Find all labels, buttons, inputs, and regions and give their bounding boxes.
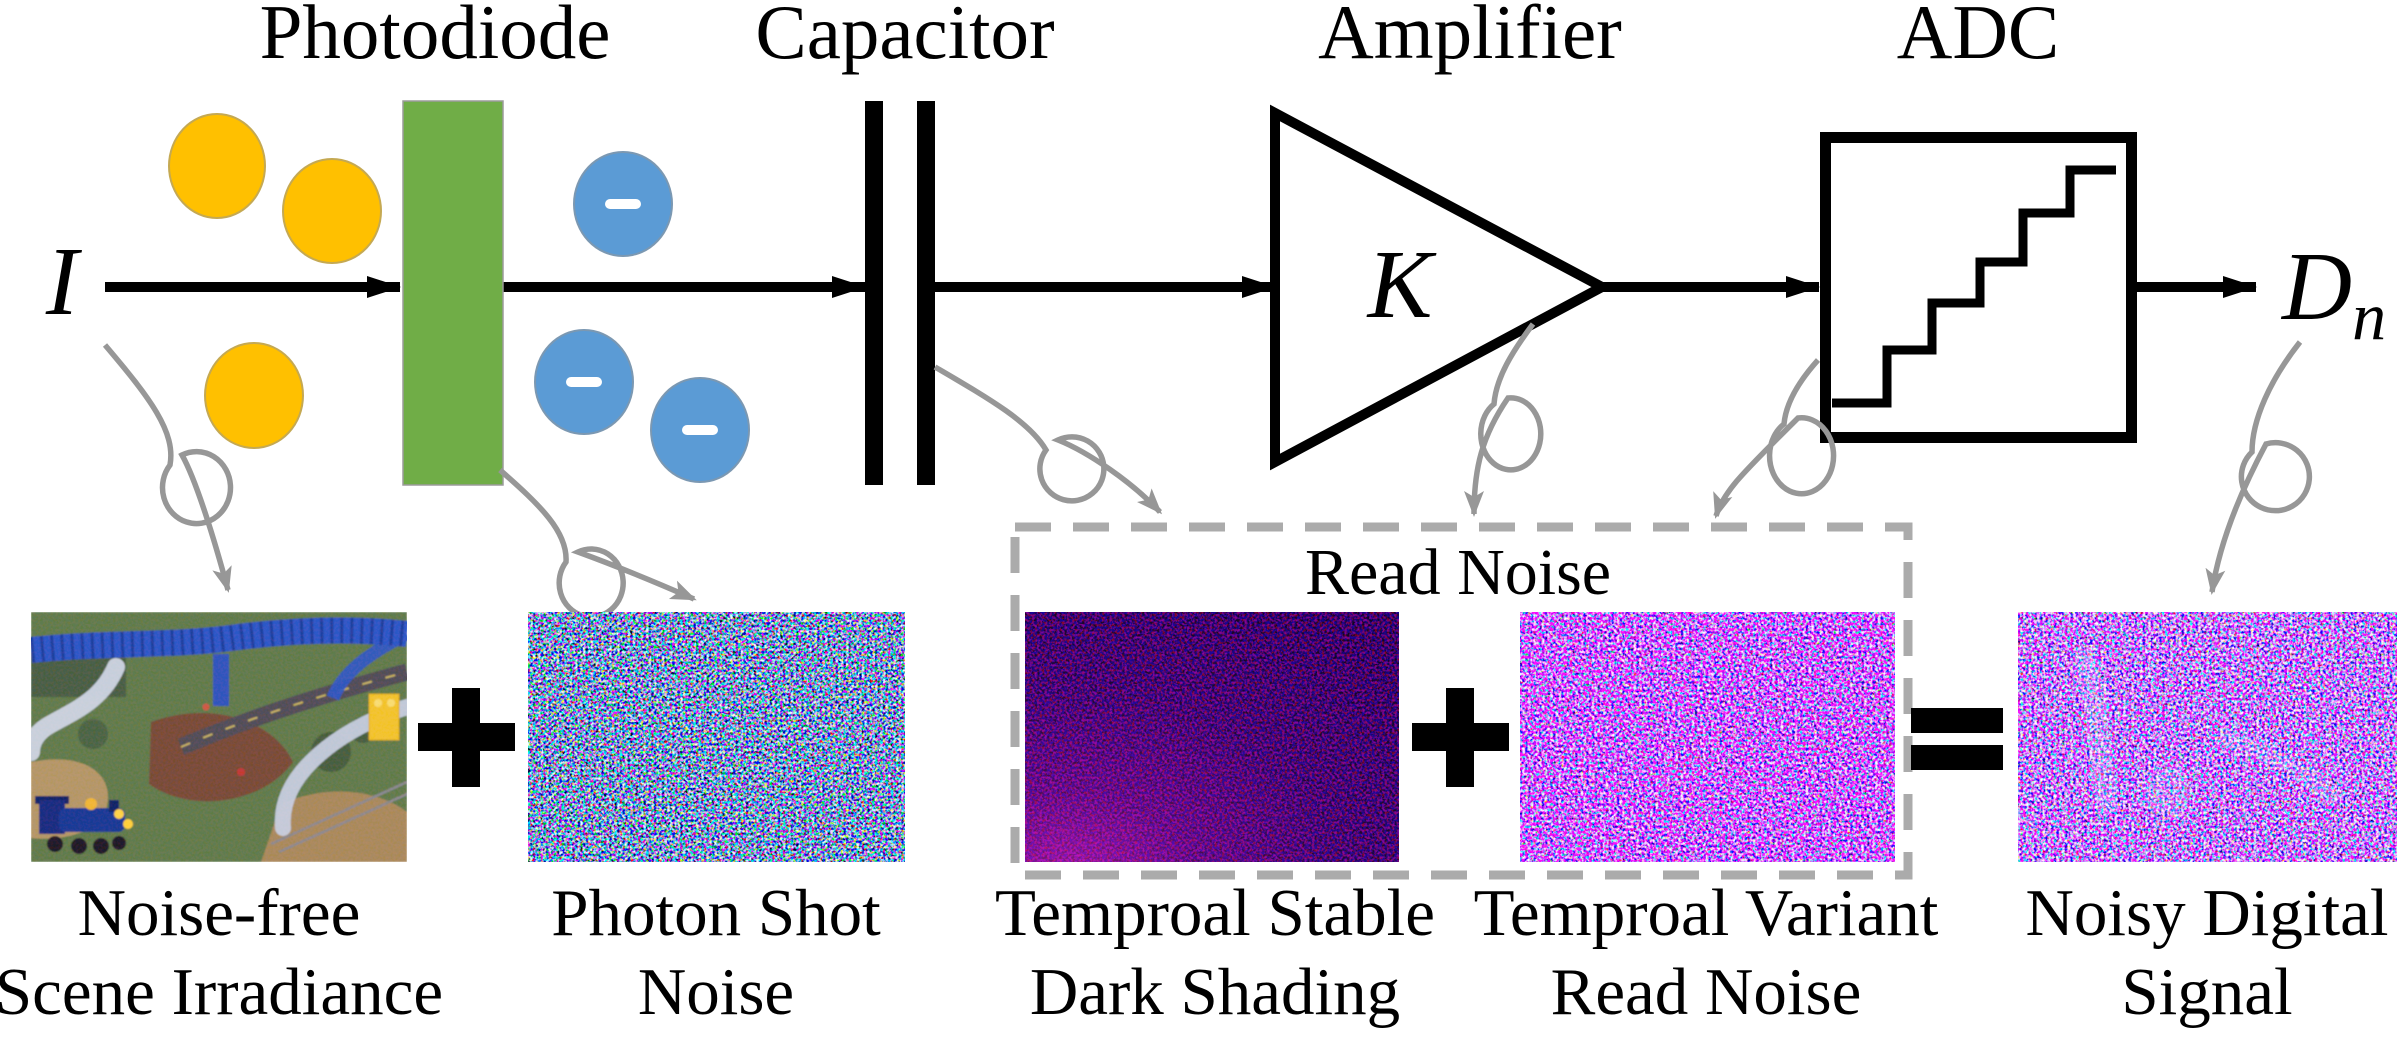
- stage-title-capacitor: Capacitor: [755, 0, 1055, 75]
- caption-noisy-digital: Noisy Digital Signal: [1927, 874, 2399, 1032]
- capacitor-plate-left: [865, 101, 883, 485]
- capacitor-plate-right: [917, 101, 935, 485]
- caption-read-noise: Temproal Variant Read Noise: [1426, 874, 1986, 1032]
- photon-icon-2: [282, 158, 382, 264]
- electron-icon-2: [534, 329, 634, 435]
- equals-operator: [1911, 708, 2003, 770]
- caption-photon-shot: Photon Shot Noise: [436, 874, 996, 1032]
- minus-icon: [682, 425, 718, 435]
- read-noise-box: [1010, 522, 1913, 880]
- photodiode-rect: [402, 100, 504, 486]
- stage-title-amplifier: Amplifier: [1318, 0, 1622, 75]
- caption-line: Temproal Stable: [995, 876, 1435, 950]
- image-dark-shading: [1025, 612, 1399, 862]
- annotation-arrow-irradiance: [102, 343, 234, 593]
- caption-line: Signal: [2121, 955, 2293, 1029]
- caption-line: Scene Irradiance: [0, 955, 444, 1029]
- caption-line: Dark Shading: [1029, 955, 1401, 1029]
- caption-dark-shading: Temproal Stable Dark Shading: [935, 874, 1495, 1032]
- caption-line: Photon Shot: [551, 876, 881, 950]
- caption-line: Noise-free: [77, 876, 361, 950]
- plus-operator-2: [1412, 688, 1509, 787]
- photon-icon-3: [204, 342, 304, 449]
- caption-line: Noisy Digital: [2025, 876, 2389, 950]
- image-noisy-digital-signal: [2018, 612, 2397, 862]
- stage-title-photodiode: Photodiode: [259, 0, 611, 75]
- annotation-arrow-digital-signal: [2205, 340, 2313, 595]
- gain-symbol: K: [1367, 231, 1433, 338]
- stage-title-adc: ADC: [1896, 0, 2060, 75]
- annotation-arrow-adc-noise: [1713, 358, 1837, 519]
- input-symbol: I: [45, 228, 79, 335]
- annotation-arrow-amplifier-noise: [1464, 322, 1544, 517]
- image-photon-shot-noise: [528, 612, 905, 862]
- plus-operator-1: [418, 688, 515, 787]
- annotation-arrow-shot-noise: [498, 467, 697, 620]
- annotation-arrow-capacitor-noise: [933, 364, 1163, 515]
- read-noise-label: Read Noise: [1304, 536, 1612, 609]
- image-noise-free-scene: [31, 612, 407, 862]
- electron-icon-1: [573, 151, 673, 257]
- output-symbol-base: D: [2282, 233, 2353, 340]
- output-symbol-subscript: n: [2352, 278, 2387, 354]
- amplifier-triangle: [1270, 104, 1613, 471]
- photon-icon-1: [168, 113, 266, 219]
- image-read-noise: [1520, 612, 1895, 862]
- electron-icon-3: [650, 377, 750, 483]
- adc-staircase-icon: [1832, 165, 2116, 408]
- caption-noise-free: Noise-free Scene Irradiance: [0, 874, 499, 1032]
- minus-icon: [605, 199, 641, 209]
- caption-line: Read Noise: [1550, 955, 1862, 1029]
- caption-line: Temproal Variant: [1473, 876, 1939, 950]
- caption-line: Noise: [637, 955, 795, 1029]
- minus-icon: [566, 377, 602, 387]
- output-symbol: Dn: [2282, 238, 2386, 350]
